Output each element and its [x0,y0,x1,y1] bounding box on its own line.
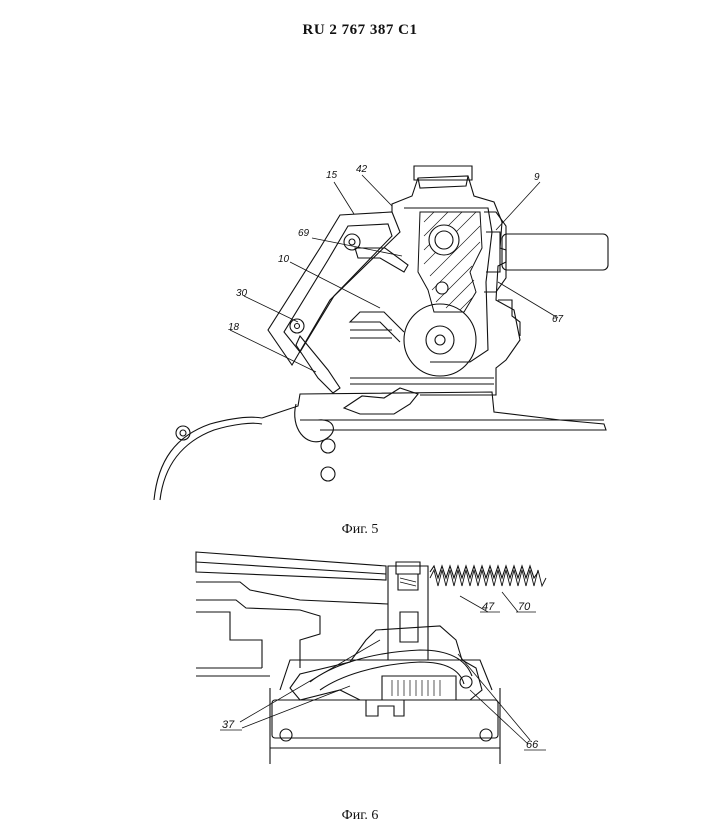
fig5-roller [404,304,476,376]
figure-6-drawing: 47 70 37 66 [0,545,720,770]
fig6-spring-47 [430,566,538,578]
ref-label-37: 37 [222,719,235,731]
fig6-latch [290,626,482,700]
ref-label-67: 67 [552,314,564,325]
fig5-hatched-block [418,212,482,312]
ref-label-66: 66 [526,739,539,751]
patent-number-header: RU 2 767 387 C1 [302,22,418,38]
figure-5-caption: Фиг. 5 [341,522,379,537]
ref-label-70: 70 [518,601,531,613]
ref-label-18: 18 [228,322,240,333]
ref-label-69: 69 [298,228,310,239]
fig5-lever-arm [268,212,400,365]
fig5-pivot-upper [344,234,360,250]
figure-6-caption: Фиг. 6 [341,808,379,823]
fig5-base-plate [262,392,606,430]
ref-label-10: 10 [278,254,290,265]
ref-label-47: 47 [482,601,495,613]
fig6-cassette [270,688,500,764]
fig5-curved-tail [154,417,262,500]
fig5-shaft [502,234,608,270]
figure-5-drawing: 15 42 9 69 10 30 18 67 [0,164,720,510]
ref-label-30: 30 [236,288,248,299]
fig5-coil-clip [295,404,334,442]
fig6-top-rail [196,552,386,580]
fig5-pivot-lower [290,319,304,333]
ref-label-42: 42 [356,164,368,175]
fig5-bore-top [429,225,459,255]
ref-label-9: 9 [534,172,540,183]
ref-label-15: 15 [326,170,338,181]
fig6-spring-70 [430,570,546,586]
